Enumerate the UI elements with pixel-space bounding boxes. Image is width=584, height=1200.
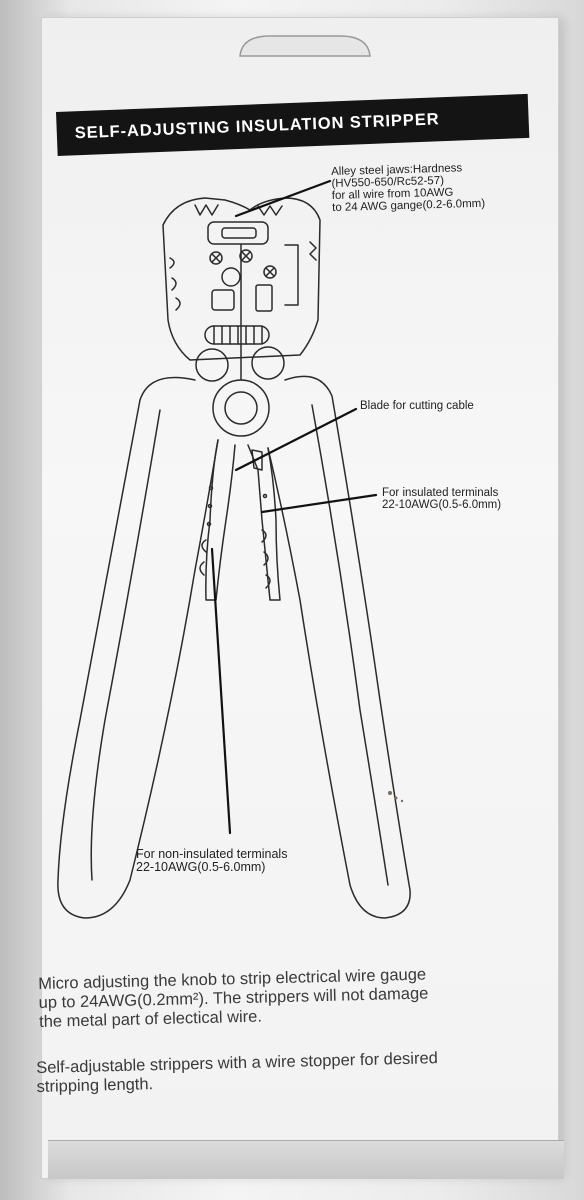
bottom-flap bbox=[48, 1140, 564, 1179]
callout-jaws: Alley steel jaws:Hardness (HV550-650/Rc5… bbox=[331, 162, 486, 214]
callout-line-jaws bbox=[234, 179, 332, 218]
right-handle bbox=[267, 375, 411, 919]
callout-line-blade bbox=[234, 407, 358, 472]
pivot-knob bbox=[212, 379, 270, 437]
screw-icon bbox=[209, 251, 223, 265]
crimp-jaw-left bbox=[205, 439, 236, 601]
callout-insulated-terminals: For insulated terminals 22-10AWG(0.5-6.0… bbox=[382, 487, 502, 511]
callout-line-insulated bbox=[260, 493, 378, 514]
jaw-block bbox=[207, 221, 269, 245]
jaw-teeth bbox=[194, 204, 283, 216]
callout-blade: Blade for cutting cable bbox=[360, 400, 474, 412]
left-handle bbox=[57, 376, 219, 919]
hang-hole-icon bbox=[239, 35, 371, 57]
handle-hole bbox=[195, 348, 229, 382]
spring-icon bbox=[204, 325, 270, 345]
screw-icon bbox=[263, 265, 277, 279]
callout-line-non-insulated bbox=[210, 547, 232, 835]
callout-non-insulated-terminals: For non-insulated terminals 22-10AWG(0.5… bbox=[136, 847, 288, 874]
handle-hole bbox=[251, 346, 285, 380]
screw-icon bbox=[239, 249, 253, 263]
